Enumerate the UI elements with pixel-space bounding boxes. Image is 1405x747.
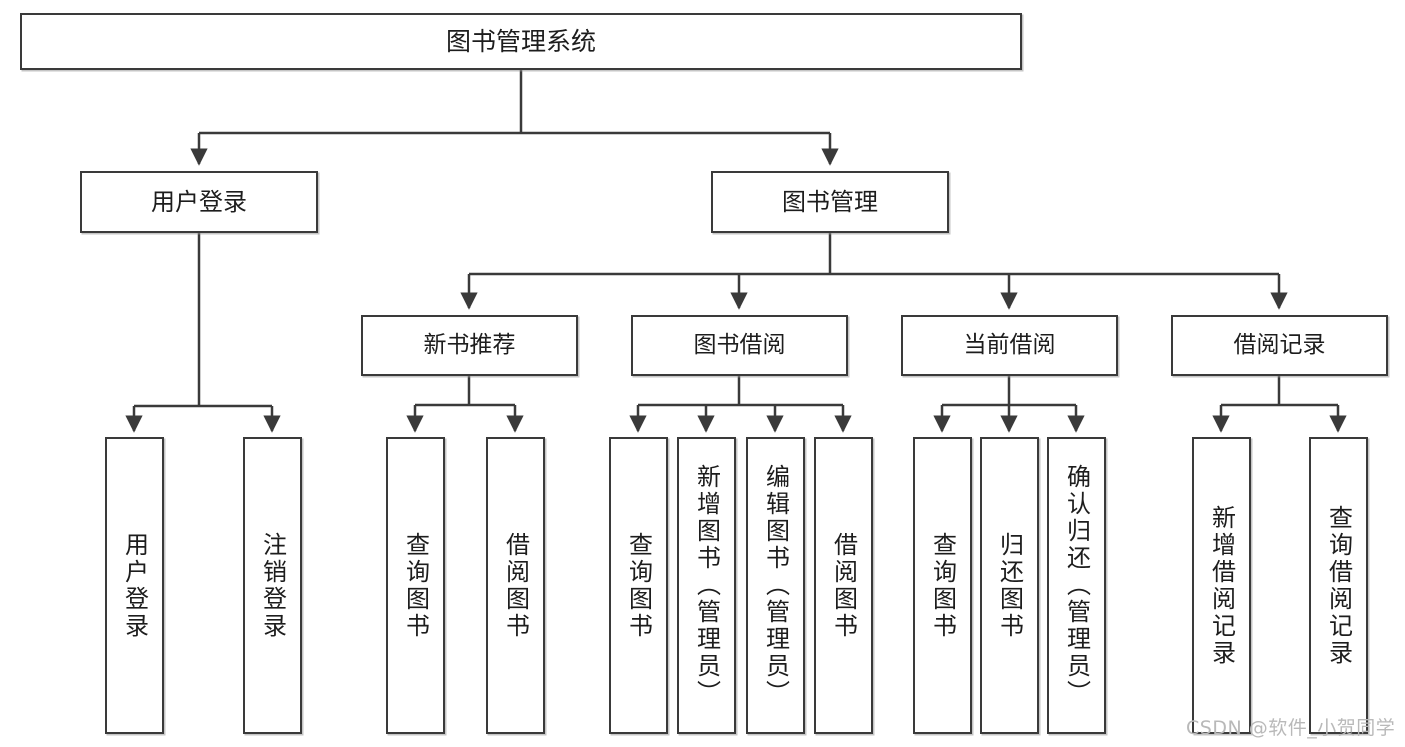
node-borrow-record[interactable]: 借阅记录 bbox=[1171, 315, 1388, 376]
node-current-borrow[interactable]: 当前借阅 bbox=[901, 315, 1118, 376]
leaf-user-login-logout[interactable]: 注销登录 bbox=[243, 437, 302, 734]
node-book-management[interactable]: 图书管理 bbox=[711, 171, 949, 233]
leaf-new-book-borrow[interactable]: 借阅图书 bbox=[486, 437, 545, 734]
node-label: 图书管理 bbox=[782, 187, 878, 216]
node-label: 借阅记录 bbox=[1233, 331, 1326, 358]
node-label: 借阅图书 bbox=[829, 531, 858, 640]
node-label: 新增借阅记录 bbox=[1207, 504, 1236, 667]
leaf-new-book-query[interactable]: 查询图书 bbox=[386, 437, 445, 734]
node-label: 借阅图书 bbox=[501, 531, 530, 640]
node-book-borrow[interactable]: 图书借阅 bbox=[631, 315, 848, 376]
leaf-book-borrow-add[interactable]: 新增图书（管理员） bbox=[677, 437, 736, 734]
node-label: 用户登录 bbox=[120, 531, 149, 640]
leaf-user-login-login[interactable]: 用户登录 bbox=[105, 437, 164, 734]
node-root-system[interactable]: 图书管理系统 bbox=[20, 13, 1022, 70]
node-new-book-recommend[interactable]: 新书推荐 bbox=[361, 315, 578, 376]
leaf-current-borrow-confirm[interactable]: 确认归还（管理员） bbox=[1047, 437, 1106, 734]
node-label: 当前借阅 bbox=[963, 331, 1056, 358]
node-label: 图书借阅 bbox=[693, 331, 786, 358]
node-label: 查询图书 bbox=[401, 531, 430, 640]
leaf-current-borrow-query[interactable]: 查询图书 bbox=[913, 437, 972, 734]
leaf-borrow-record-add[interactable]: 新增借阅记录 bbox=[1192, 437, 1251, 734]
node-label: 用户登录 bbox=[151, 187, 247, 216]
node-label: 查询图书 bbox=[624, 531, 653, 640]
node-label: 注销登录 bbox=[258, 531, 287, 640]
node-label: 归还图书 bbox=[995, 531, 1024, 640]
leaf-book-borrow-query[interactable]: 查询图书 bbox=[609, 437, 668, 734]
node-label: 新增图书（管理员） bbox=[692, 464, 721, 707]
node-label: 图书管理系统 bbox=[445, 26, 596, 56]
node-label: 查询借阅记录 bbox=[1324, 504, 1353, 667]
leaf-book-borrow-borrow[interactable]: 借阅图书 bbox=[814, 437, 873, 734]
node-user-login[interactable]: 用户登录 bbox=[80, 171, 318, 233]
node-label: 确认归还（管理员） bbox=[1062, 464, 1091, 707]
leaf-current-borrow-return[interactable]: 归还图书 bbox=[980, 437, 1039, 734]
leaf-book-borrow-edit[interactable]: 编辑图书（管理员） bbox=[746, 437, 805, 734]
node-label: 查询图书 bbox=[928, 531, 957, 640]
node-label: 编辑图书（管理员） bbox=[761, 464, 790, 707]
node-label: 新书推荐 bbox=[423, 331, 516, 358]
leaf-borrow-record-query[interactable]: 查询借阅记录 bbox=[1309, 437, 1368, 734]
